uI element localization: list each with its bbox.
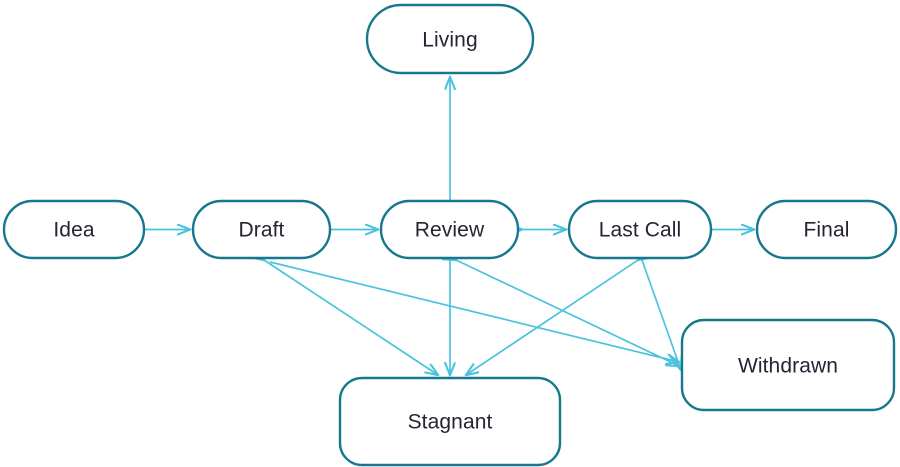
edge-draft-to-stagnant (264, 260, 438, 375)
node-withdrawn-shape[interactable] (680, 318, 896, 412)
node-final-label: Final (803, 219, 849, 242)
node-last-call[interactable]: Last Call (567, 199, 713, 260)
node-stagnant[interactable]: Stagnant (338, 376, 562, 467)
edge-lastcall-to-withdrawn (642, 260, 681, 370)
node-idea-label: Idea (53, 219, 94, 242)
node-living[interactable]: Living (365, 3, 535, 75)
node-review-shape[interactable] (379, 199, 520, 260)
edge-draft-to-withdrawn (269, 261, 679, 362)
node-final-shape[interactable] (755, 199, 898, 260)
node-withdrawn-label: Withdrawn (738, 355, 838, 378)
node-last-call-label: Last Call (599, 219, 682, 242)
nodes-layer: Living Idea Draft Review Last Call Final… (2, 3, 898, 467)
node-last-call-shape[interactable] (567, 199, 713, 260)
node-idea[interactable]: Idea (2, 199, 146, 260)
node-living-shape[interactable] (365, 3, 535, 75)
edge-review-to-withdrawn (456, 260, 679, 366)
node-review-label: Review (415, 219, 485, 242)
node-idea-shape[interactable] (2, 199, 146, 260)
node-review[interactable]: Review (379, 199, 520, 260)
node-living-label: Living (422, 29, 477, 52)
node-withdrawn[interactable]: Withdrawn (680, 318, 896, 412)
node-draft-shape[interactable] (191, 199, 332, 260)
node-final[interactable]: Final (755, 199, 898, 260)
edges-layer (145, 77, 754, 375)
node-stagnant-shape[interactable] (338, 376, 562, 467)
node-stagnant-label: Stagnant (408, 411, 493, 434)
node-draft[interactable]: Draft (191, 199, 332, 260)
node-draft-label: Draft (238, 219, 284, 242)
